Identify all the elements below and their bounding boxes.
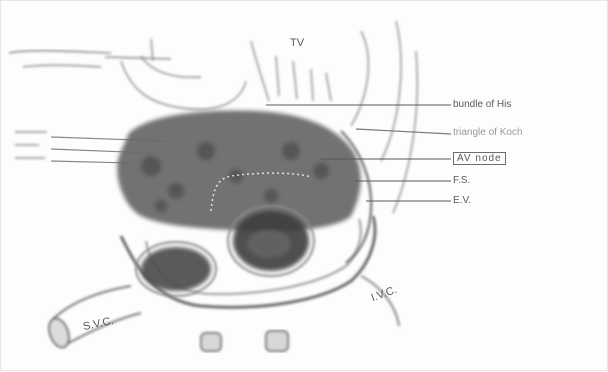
label-fs: F.S. xyxy=(453,175,470,186)
left-side-annotations xyxy=(15,132,47,158)
left-opening xyxy=(141,247,211,291)
upper-left-annotation xyxy=(9,51,171,67)
label-tv: TV xyxy=(290,38,304,49)
bottom-vessel-stubs xyxy=(201,331,288,351)
label-triangle-of-koch: triangle of Koch xyxy=(453,127,523,138)
label-bundle-of-his: bundle of His xyxy=(453,99,511,110)
label-ev: E.V. xyxy=(453,195,471,206)
label-boxed: AV node xyxy=(453,152,506,165)
